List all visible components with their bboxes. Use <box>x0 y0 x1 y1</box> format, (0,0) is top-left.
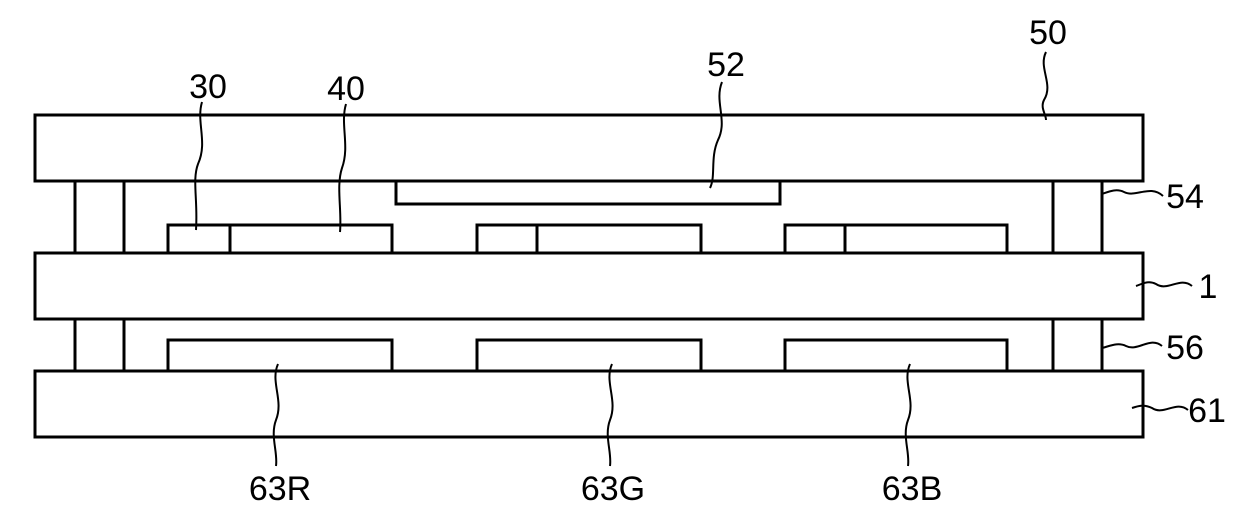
element-52 <box>396 181 780 204</box>
spacer-56-left <box>75 319 124 371</box>
label-63g: 63G <box>581 470 645 508</box>
element-30-right <box>785 225 845 253</box>
label-56: 56 <box>1166 329 1204 367</box>
label-63b: 63B <box>882 470 943 508</box>
element-40-middle <box>537 225 701 253</box>
label-52: 52 <box>707 46 745 84</box>
element-63g <box>477 340 701 371</box>
element-63b <box>785 340 1007 371</box>
element-30-middle <box>477 225 537 253</box>
spacer-54-right <box>1053 181 1102 253</box>
label-1: 1 <box>1199 268 1218 306</box>
label-63r: 63R <box>249 470 311 508</box>
label-30: 30 <box>189 68 227 106</box>
element-30-left <box>168 225 230 253</box>
label-61: 61 <box>1188 392 1226 430</box>
label-50: 50 <box>1029 14 1067 52</box>
element-40-right <box>845 225 1007 253</box>
bottom-substrate-61 <box>35 371 1143 437</box>
element-40-left <box>230 225 392 253</box>
element-63r <box>168 340 392 371</box>
label-40: 40 <box>327 70 365 108</box>
label-54: 54 <box>1166 178 1204 216</box>
spacer-54-left <box>75 181 124 253</box>
leader-56 <box>1102 343 1162 348</box>
leader-54 <box>1102 190 1163 196</box>
spacer-56-right <box>1053 319 1102 371</box>
leader-50 <box>1043 52 1048 120</box>
middle-substrate-1 <box>35 253 1143 319</box>
